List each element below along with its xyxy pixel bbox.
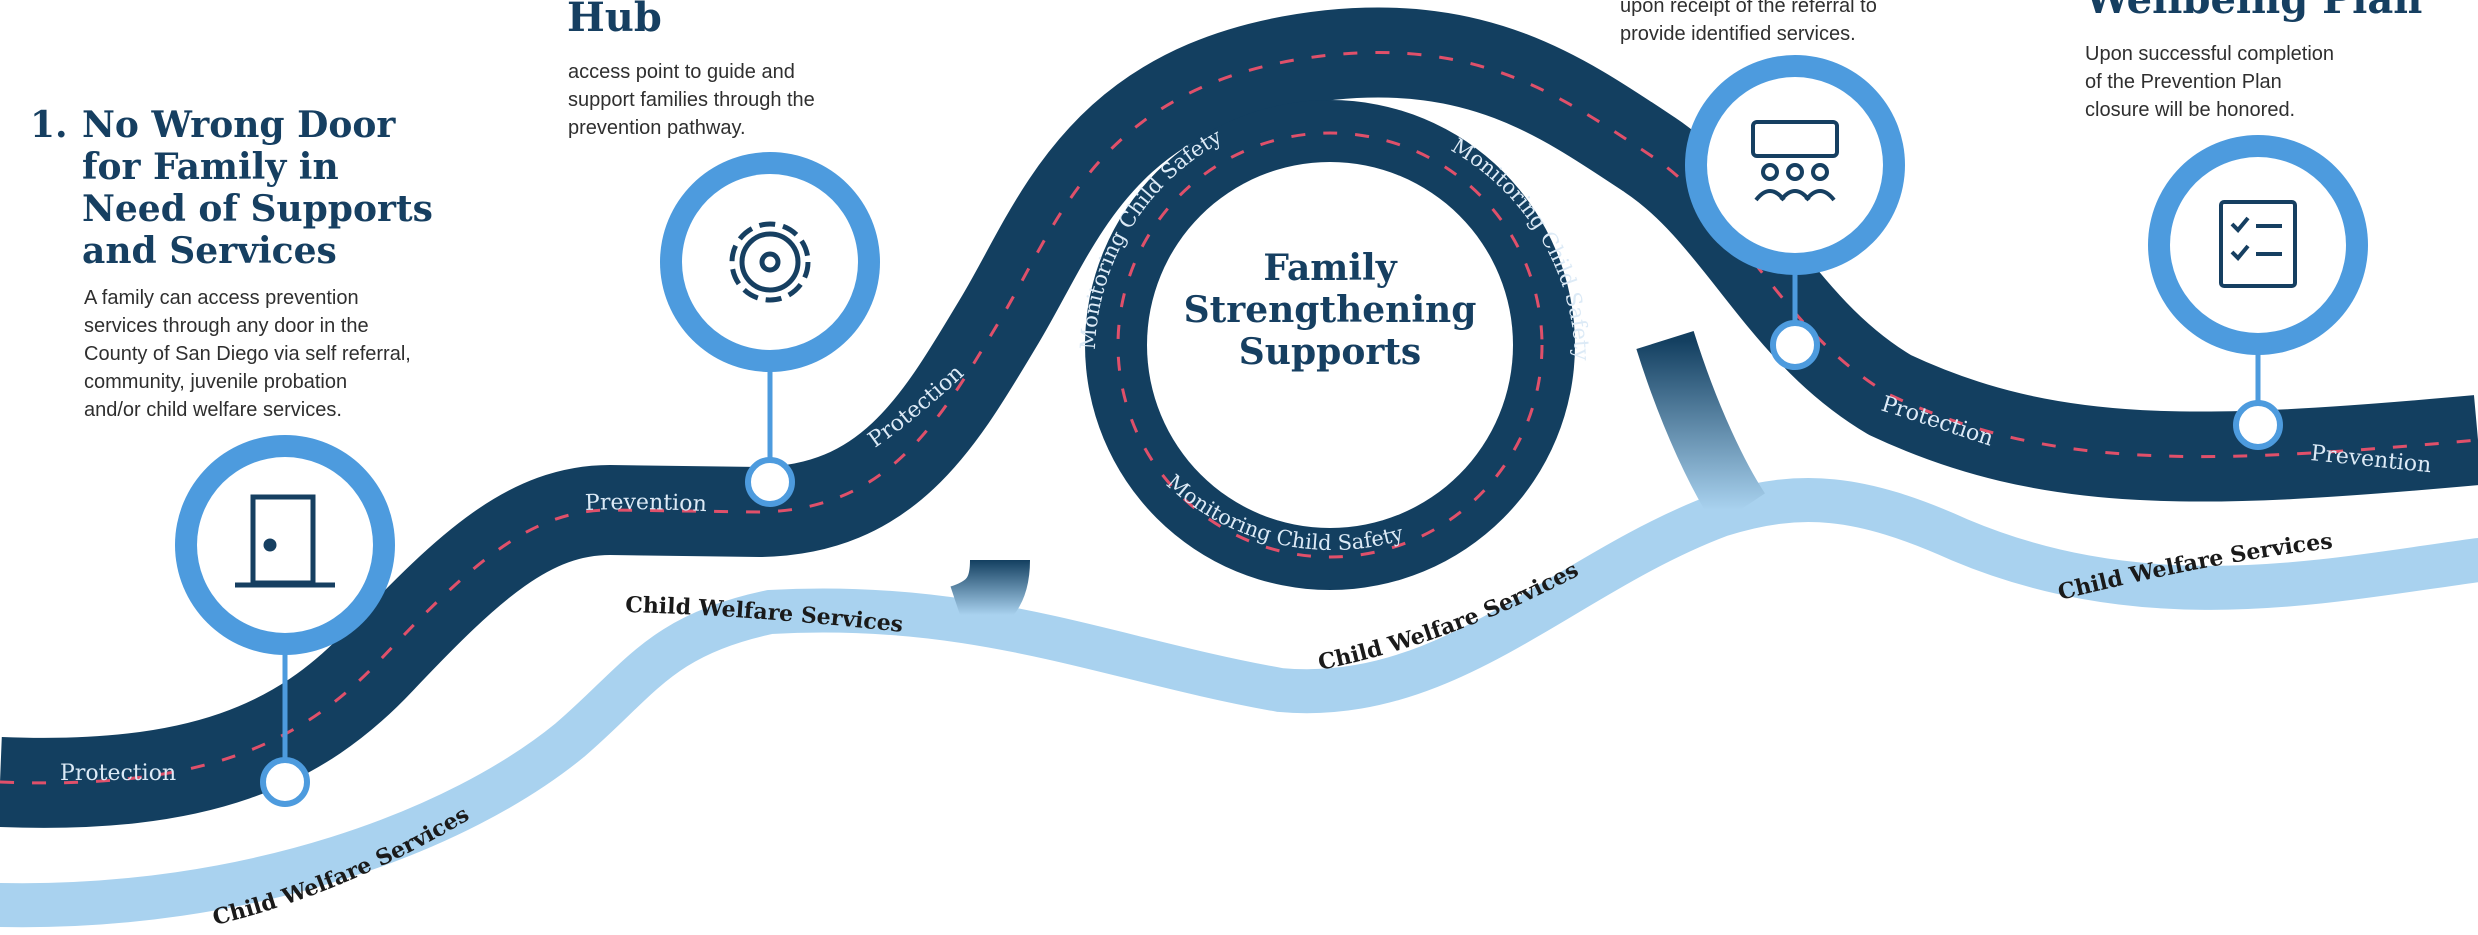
main-road: [0, 7, 2478, 828]
step-1-title-line: for Family in: [82, 146, 339, 188]
icon-badge-inner: [197, 457, 373, 633]
step-markers: [175, 55, 2368, 807]
step-2-title: Hub: [567, 0, 662, 41]
main-road-dashes: [0, 51, 2478, 785]
step-1-marker: [175, 435, 395, 807]
step-1-title-line: Need of Supports: [82, 188, 433, 230]
child-welfare-road: [0, 478, 2478, 928]
step-3-description: upon receipt of the referral to provide …: [1620, 0, 1877, 45]
step-4-title: Wellbeing Plan: [2085, 0, 2422, 23]
step-1-description: A family can access prevention services …: [84, 287, 411, 421]
center-title: Family Strengthening Supports: [1184, 247, 1477, 373]
group-meeting-icon: [1751, 120, 1839, 202]
center-title-line: Family: [1263, 247, 1397, 289]
step-1-number: 1.: [30, 104, 68, 146]
center-inner-circle: [1147, 162, 1513, 528]
gear-icon: [729, 221, 811, 303]
road-dot: [745, 457, 795, 507]
step-1-title-line: and Services: [82, 230, 337, 272]
center-ring-dashes: [1116, 131, 1544, 559]
road-label-prevention: Prevention: [585, 490, 708, 517]
door-icon: [235, 494, 335, 588]
road-label-protection: Protection: [60, 761, 176, 786]
center-title-line: Strengthening: [1184, 289, 1477, 331]
road-dot: [1770, 320, 1820, 370]
step-4-marker: [2148, 135, 2368, 450]
step-2-marker: [660, 152, 880, 507]
road-dot: [260, 757, 310, 807]
icon-badge-inner: [682, 174, 858, 350]
child-welfare-lane: [0, 331, 2478, 928]
checklist-icon: [2219, 200, 2297, 288]
center-title-line: Supports: [1239, 331, 1421, 373]
branch-connector-right: [1636, 331, 1766, 527]
icon-badge-inner: [2170, 157, 2346, 333]
step-2-description: access point to guide and support famili…: [568, 61, 815, 139]
branch-connector-left: [949, 558, 1030, 644]
road-dot: [2233, 400, 2283, 450]
step-4-description: Upon successful completion of the Preven…: [2085, 43, 2335, 121]
step-1-title-line: No Wrong Door: [82, 104, 396, 146]
step-3-marker: [1685, 55, 1905, 370]
